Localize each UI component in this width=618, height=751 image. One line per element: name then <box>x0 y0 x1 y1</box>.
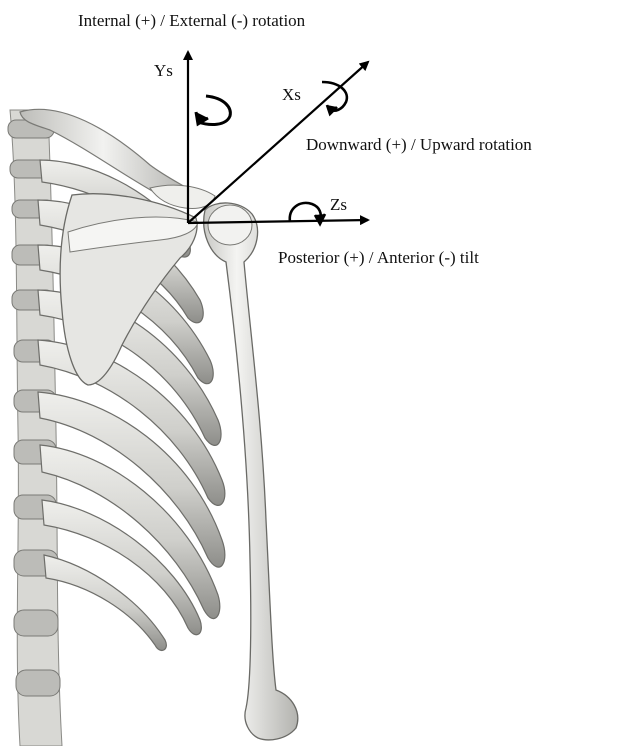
x-axis-label: Xs <box>282 86 301 103</box>
y-rotation-arrow <box>196 96 230 124</box>
y-axis-label: Ys <box>154 62 173 79</box>
z-axis-label: Zs <box>330 196 347 213</box>
z-rotation-label: Posterior (+) / Anterior (-) tilt <box>278 249 479 266</box>
x-rotation-arrow <box>322 82 347 114</box>
x-rotation-label: Downward (+) / Upward rotation <box>306 136 532 153</box>
y-rotation-label: Internal (+) / External (-) rotation <box>78 12 305 29</box>
